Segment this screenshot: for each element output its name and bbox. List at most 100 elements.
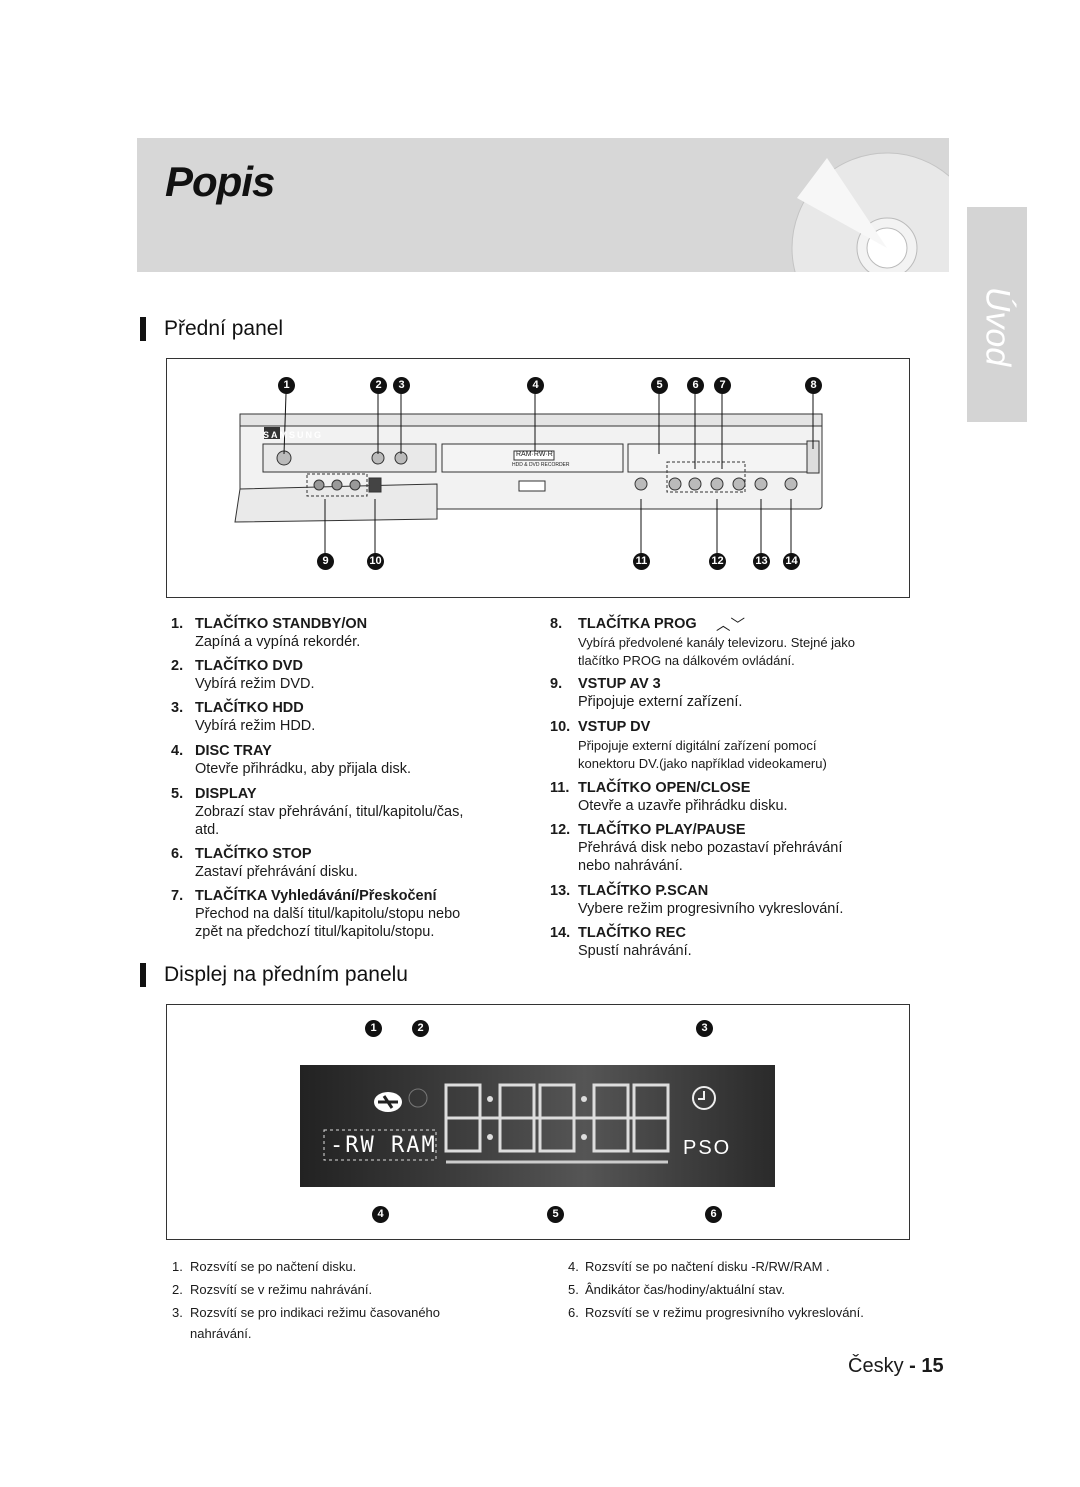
- item-label: DISPLAY: [195, 786, 257, 802]
- item-desc: atd.: [195, 822, 220, 838]
- item-num: 13.: [550, 883, 571, 899]
- disc-label: RAM·RW·R: [516, 451, 553, 458]
- item-label: VSTUP AV 3: [578, 676, 661, 692]
- note-text: Rozsvítí se v režimu nahrávání.: [190, 1282, 373, 1297]
- item-desc: Vybírá předvolené kanály televizoru. Ste…: [578, 635, 856, 650]
- callout-11: 11: [633, 553, 650, 570]
- item-num: 10.: [550, 719, 571, 735]
- item-num: 6.: [171, 846, 184, 862]
- item-label: TLAČÍTKO P.SCAN: [578, 883, 709, 899]
- callout-10: 10: [367, 553, 384, 570]
- item-desc: Přehrává disk nebo pozastaví přehrávání: [578, 840, 843, 856]
- item-num: 2.: [171, 658, 184, 674]
- section-marker: [140, 317, 146, 341]
- item-desc: Zobrazí stav přehrávání, titul/kapitolu/…: [195, 804, 464, 820]
- item-num: 9.: [550, 676, 563, 692]
- header-band: [137, 138, 949, 272]
- item-label: TLAČÍTKA Vyhledávání/Přeskočení: [195, 888, 437, 904]
- disc-graphic: [791, 152, 949, 272]
- callout-3: 3: [393, 377, 410, 394]
- vfd-display: -RW RAM PSO: [300, 1065, 775, 1187]
- note-text: nahrávání.: [190, 1326, 252, 1341]
- item-desc: Otevře a uzavře přihrádku disku.: [578, 798, 788, 814]
- item-label: VSTUP DV: [578, 719, 651, 735]
- note-num: 4.: [568, 1259, 579, 1274]
- display-callout-4: 4: [372, 1206, 389, 1223]
- item-desc: Vybírá režim DVD.: [195, 676, 315, 692]
- callout-6: 6: [687, 377, 704, 394]
- section-heading-display: Displej na předním panelu: [164, 963, 408, 986]
- item-num: 3.: [171, 700, 184, 716]
- callout-14: 14: [783, 553, 800, 570]
- item-num: 8.: [550, 616, 563, 632]
- item-desc: Připojuje externí digitální zařízení pom…: [578, 738, 817, 753]
- rw-ram-indicator: -RW RAM: [330, 1133, 437, 1158]
- item-label: TLAČÍTKO REC: [578, 925, 686, 941]
- item-label: TLAČÍTKO STOP: [195, 846, 312, 862]
- item-num: 12.: [550, 822, 571, 838]
- callout-5: 5: [651, 377, 668, 394]
- note-num: 3.: [172, 1305, 183, 1320]
- item-desc: nebo nahrávání.: [578, 858, 683, 874]
- footer-separator: -: [903, 1355, 922, 1377]
- item-desc: Otevře přihrádku, aby přijala disk.: [195, 761, 411, 777]
- pso-indicator: PSO: [683, 1137, 732, 1159]
- item-desc: Zastaví přehrávání disku.: [195, 864, 358, 880]
- item-label: TLAČÍTKO OPEN/CLOSE: [578, 780, 751, 796]
- page-number: 15: [921, 1355, 944, 1377]
- note-num: 6.: [568, 1305, 579, 1320]
- note-num: 5.: [568, 1282, 579, 1297]
- item-num: 11.: [550, 780, 570, 796]
- item-desc: Přechod na další titul/kapitolu/stopu ne…: [195, 906, 461, 922]
- callout-9: 9: [317, 553, 334, 570]
- page-footer: Česky - 15: [848, 1355, 944, 1378]
- note-text: Rozsvítí se po načtení disku -R/RW/RAM .: [585, 1259, 830, 1274]
- item-desc: Vybere režim progresivního vykreslování.: [578, 901, 844, 917]
- item-desc: zpět na předchozí titul/kapitolu/stopu.: [195, 924, 435, 940]
- item-label: TLAČÍTKO DVD: [195, 658, 303, 674]
- callout-8: 8: [805, 377, 822, 394]
- item-label: TLAČÍTKO HDD: [195, 700, 304, 716]
- note-text: Rozsvítí se v režimu progresivního vykre…: [585, 1305, 864, 1320]
- item-num: 7.: [171, 888, 184, 904]
- section-marker: [140, 963, 146, 987]
- item-desc: konektoru DV.(jako například videokameru…: [578, 756, 827, 771]
- prog-arrows-glyph: ︿﹀: [716, 618, 745, 634]
- vfd-segments-illustration: [323, 1083, 716, 1164]
- note-num: 2.: [172, 1282, 183, 1297]
- section-tab: Úvod: [967, 207, 1027, 422]
- callout-13: 13: [753, 553, 770, 570]
- item-desc: Spustí nahrávání.: [578, 943, 692, 959]
- item-desc: Zapíná a vypíná rekordér.: [195, 634, 361, 650]
- item-num: 5.: [171, 786, 184, 802]
- disc-sublabel: HDD & DVD RECORDER: [512, 462, 570, 468]
- item-num: 4.: [171, 743, 184, 759]
- item-num: 14.: [550, 925, 571, 941]
- section-heading-front-panel: Přední panel: [164, 317, 284, 340]
- note-text: Ândikátor čas/hodiny/aktuální stav.: [585, 1282, 785, 1297]
- page-title: Popis: [165, 158, 275, 205]
- display-callout-5: 5: [547, 1206, 564, 1223]
- front-panel-figure: SAMSUNG RAM·RW·R HDD & DVD RECORDER 1 2 …: [166, 358, 910, 598]
- item-label: TLAČÍTKO PLAY/PAUSE: [578, 822, 746, 838]
- callout-7: 7: [714, 377, 731, 394]
- note-text: Rozsvítí se po načtení disku.: [190, 1259, 357, 1274]
- footer-language: Česky: [848, 1355, 904, 1377]
- recorder-front-panel-illustration: [234, 393, 823, 554]
- callout-12: 12: [709, 553, 726, 570]
- callout-2: 2: [370, 377, 387, 394]
- display-callout-2: 2: [412, 1020, 429, 1037]
- brand-logo: SAMSUNG: [263, 430, 324, 440]
- display-callout-6: 6: [705, 1206, 722, 1223]
- callout-1: 1: [278, 377, 295, 394]
- display-callout-1: 1: [365, 1020, 382, 1037]
- note-num: 1.: [172, 1259, 183, 1274]
- item-label: TLAČÍTKA PROG: [578, 616, 697, 632]
- item-label: DISC TRAY: [195, 743, 272, 759]
- item-desc: Připojuje externí zařízení.: [578, 694, 743, 710]
- display-panel-figure: -RW RAM PSO 1 2 3 4 5 6: [166, 1004, 910, 1240]
- item-label: TLAČÍTKO STANDBY/ON: [195, 616, 368, 632]
- item-desc: Vybírá režim HDD.: [195, 718, 316, 734]
- item-num: 1.: [171, 616, 184, 632]
- section-tab-label: Úvod: [978, 286, 1017, 367]
